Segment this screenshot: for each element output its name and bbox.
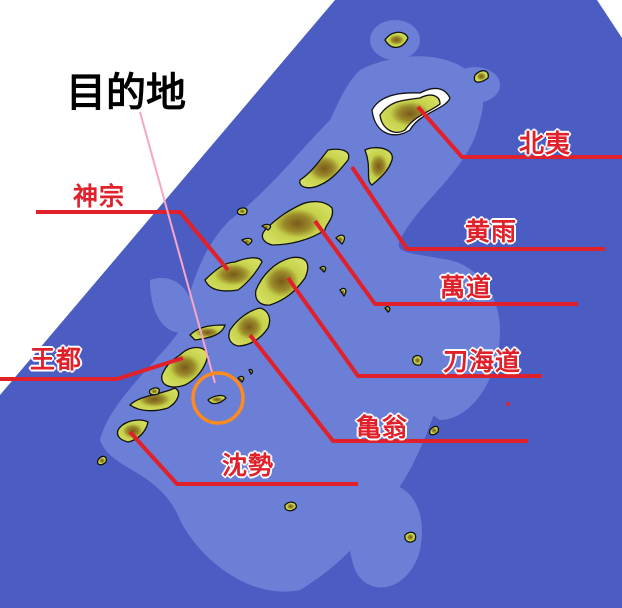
islands [96, 31, 489, 543]
region-label-chinsei: 沈勢 [222, 451, 275, 480]
region-label-hokui: 北夷 [519, 129, 572, 158]
shallow-water [100, 20, 500, 592]
region-label-toukaidou: 刀海道 [443, 347, 522, 376]
leader-line-kiou [248, 333, 528, 443]
leader-lines [0, 105, 622, 486]
region-label-outo: 王都 [30, 345, 83, 374]
destination-pointer [139, 111, 216, 384]
region-label-kiou: 亀翁 [356, 413, 409, 442]
leader-line-outo [0, 356, 184, 381]
leader-line-mandou [313, 219, 578, 306]
leader-line-hokui [416, 105, 622, 159]
leader-line-toukaidou [286, 276, 542, 378]
leader-line-chinsei [128, 430, 358, 486]
leader-line-jinsou [36, 210, 230, 272]
region-label-mandou: 萬道 [440, 273, 493, 302]
region-label-kou: 黄雨 [465, 217, 518, 246]
region-label-jinsou: 神宗 [73, 182, 126, 211]
destination-marker [191, 371, 245, 425]
leader-line-kou [350, 165, 605, 251]
destination-label: 目的地 [66, 70, 186, 116]
